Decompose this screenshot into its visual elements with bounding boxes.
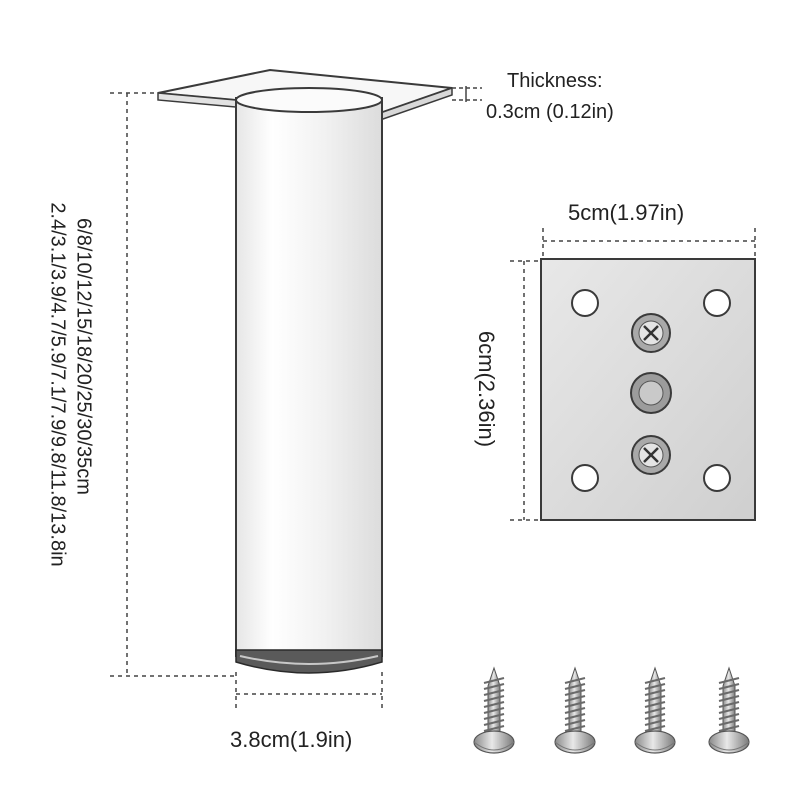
screw-head-icon — [631, 435, 671, 475]
mounting-plate — [540, 258, 756, 521]
leg-tube — [235, 97, 383, 657]
leg-tube-top — [235, 87, 383, 113]
plate-hole-icon — [703, 289, 731, 317]
height-dimension — [110, 92, 238, 677]
screw-head-icon — [631, 313, 671, 353]
thickness-dimension — [452, 86, 482, 102]
wood-screws — [473, 666, 750, 754]
center-boss-icon — [630, 372, 672, 414]
thickness-title: Thickness: — [507, 70, 603, 92]
base-diameter-label: 3.8cm(1.9in) — [230, 727, 353, 752]
plate-width-dimension — [542, 228, 756, 257]
wood-screw-icon — [473, 666, 515, 754]
furniture-leg — [157, 68, 453, 674]
plate-height-label: 6cm(2.36in) — [474, 330, 499, 448]
wood-screw-icon — [554, 666, 596, 754]
leg-foot-pad — [235, 649, 383, 674]
leg-heights-cm-label: 6/8/10/12/15/18/20/25/30/35cm — [72, 218, 95, 495]
base-diameter-dimension — [235, 672, 383, 708]
plate-hole-icon — [571, 289, 599, 317]
plate-hole-icon — [703, 464, 731, 492]
plate-width-label: 5cm(1.97in) — [568, 200, 685, 225]
leg-heights-in-label: 2.4/3.1/3.9/4.7/5.9/7.1/7.9/9.8/11.8/13.… — [46, 202, 69, 567]
wood-screw-icon — [634, 666, 676, 754]
plate-height-dimension — [510, 260, 539, 521]
plate-hole-icon — [571, 464, 599, 492]
thickness-value: 0.3cm (0.12in) — [486, 101, 614, 123]
wood-screw-icon — [708, 666, 750, 754]
leg-foot-pad-ring — [239, 655, 379, 665]
